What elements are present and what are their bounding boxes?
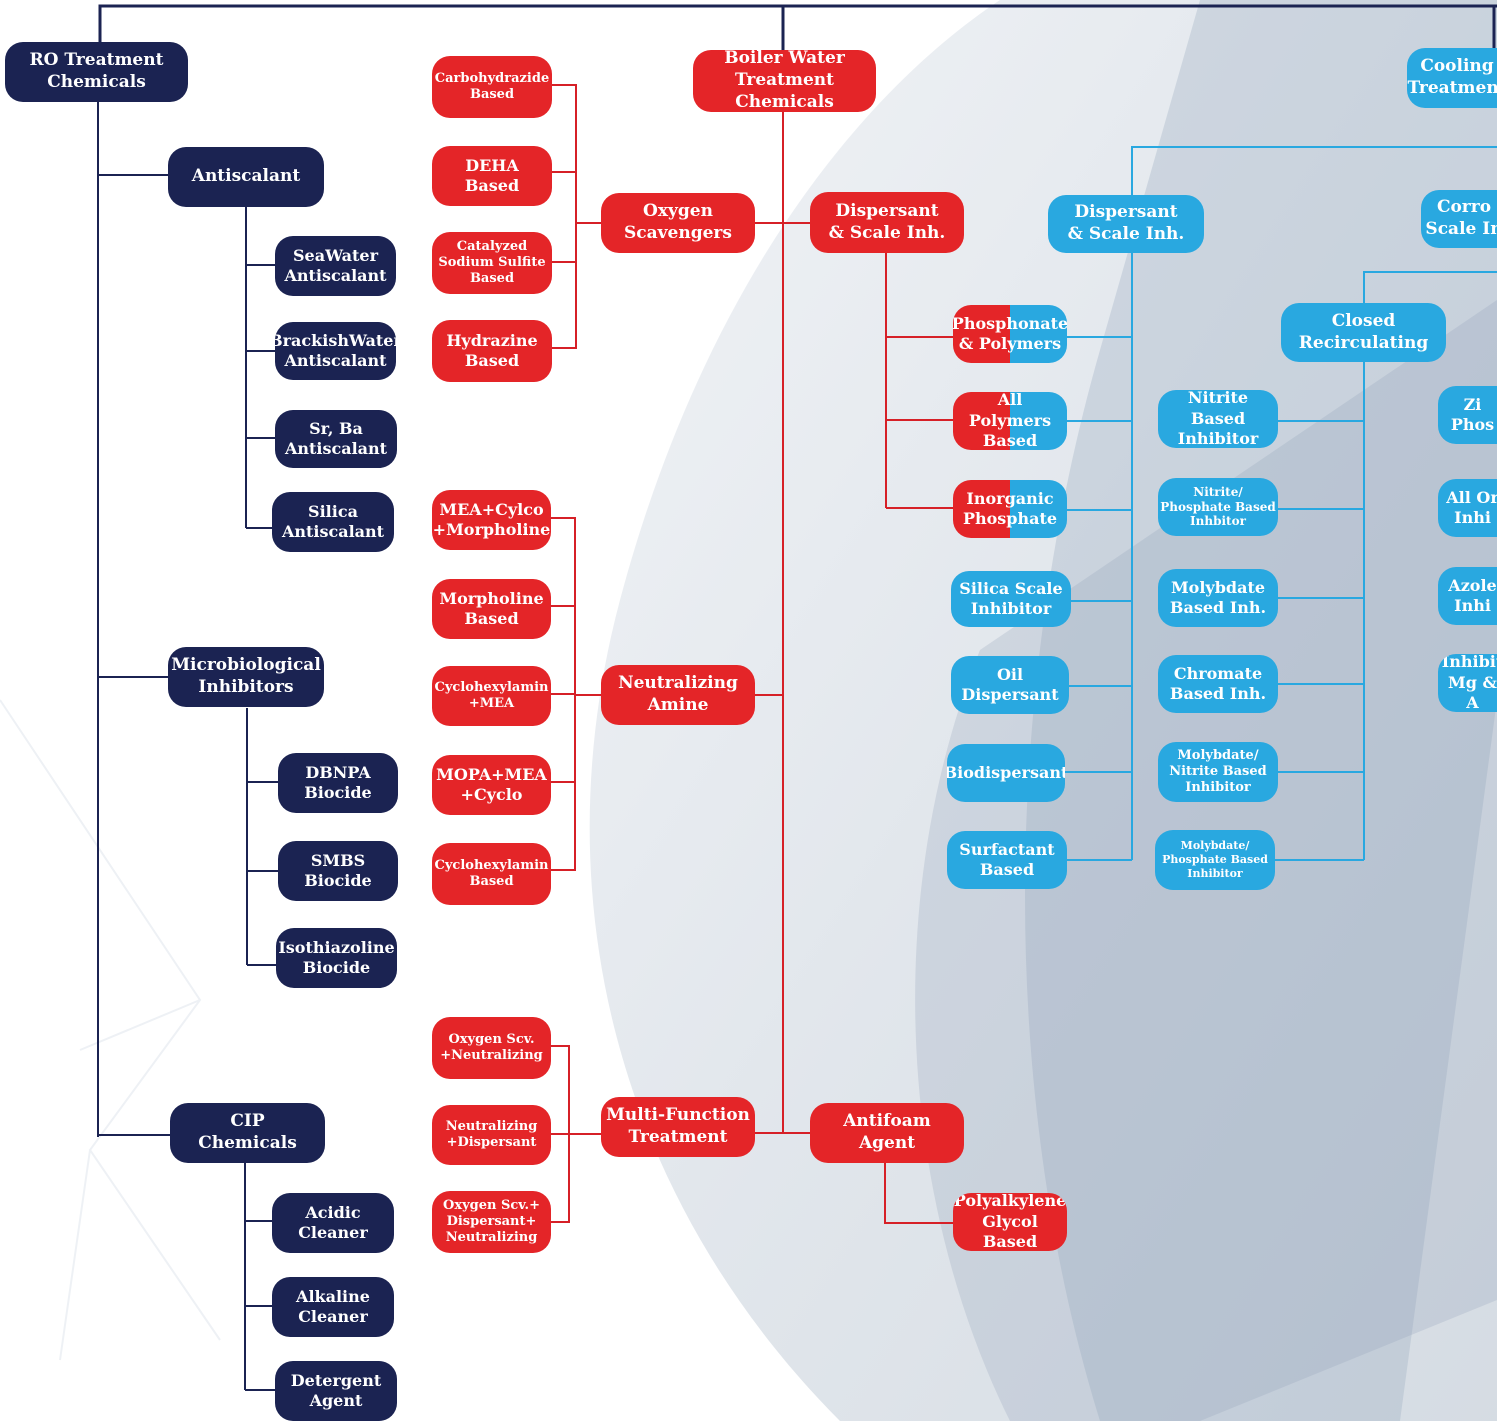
all-polymers-based-node[interactable]: All Polymers Based: [953, 392, 1067, 450]
corrosion-scale-inhibitor-node[interactable]: Corro Scale In: [1421, 190, 1497, 248]
nitrite-phosphate-inhibitor-node[interactable]: Nitrite/ Phosphate Based Inhbitor: [1158, 478, 1278, 536]
mopa-mea-cyclo-node[interactable]: MOPA+MEA +Cyclo: [432, 755, 551, 815]
boiler-water-root[interactable]: Boiler Water Treatment Chemicals: [693, 50, 876, 112]
detergent-agent-node[interactable]: Detergent Agent: [275, 1361, 397, 1421]
ro-connectors: [97, 100, 278, 1391]
isothiazoline-biocide-node[interactable]: Isothiazoline Biocide: [276, 928, 397, 988]
inhibit-mg-node[interactable]: Inhibit Mg & A: [1438, 654, 1497, 712]
acidic-cleaner-node[interactable]: Acidic Cleaner: [272, 1193, 394, 1253]
molybdate-phosphate-inhibitor-node[interactable]: Molybdate/ Phosphate Based Inhibitor: [1155, 830, 1275, 890]
cooling-treatment-root[interactable]: Cooling Treatment: [1407, 48, 1497, 108]
dbnpa-biocide-node[interactable]: DBNPA Biocide: [278, 753, 398, 813]
oxygen-scv-dispersant-neutralizing-node[interactable]: Oxygen Scv.+ Dispersant+ Neutralizing: [432, 1191, 551, 1253]
network-pattern: [0, 699, 221, 1361]
molybdate-nitrite-inhibitor-node[interactable]: Molybdate/ Nitrite Based Inhibitor: [1158, 742, 1278, 802]
cip-chemicals-node[interactable]: CIP Chemicals: [170, 1103, 325, 1163]
phosphonate-polymers-node[interactable]: Phosphonate & Polymers: [953, 305, 1067, 363]
top-connector: [98, 4, 1497, 50]
polyalkylene-glycol-node[interactable]: Polyalkylene Glycol Based: [953, 1193, 1067, 1251]
boiler-connectors: [551, 84, 953, 1224]
microbiological-inhibitors-node[interactable]: Microbiological Inhibitors: [168, 647, 324, 707]
surfactant-based-node[interactable]: Surfactant Based: [947, 831, 1067, 889]
smbs-biocide-node[interactable]: SMBS Biocide: [278, 841, 398, 901]
silica-antiscalant-node[interactable]: Silica Antiscalant: [272, 492, 394, 552]
alkaline-cleaner-node[interactable]: Alkaline Cleaner: [272, 1277, 394, 1337]
boiler-dispersant-scale-node[interactable]: Dispersant & Scale Inh.: [810, 192, 964, 253]
cooling-dispersant-scale-node[interactable]: Dispersant & Scale Inh.: [1048, 195, 1204, 253]
chromate-based-node[interactable]: Chromate Based Inh.: [1158, 655, 1278, 713]
antiscalant-node[interactable]: Antiscalant: [168, 147, 324, 207]
oil-dispersant-node[interactable]: Oil Dispersant: [951, 656, 1069, 714]
brackishwater-antiscalant-node[interactable]: BrackishWater Antiscalant: [275, 322, 396, 380]
antifoam-agent-node[interactable]: Antifoam Agent: [810, 1103, 964, 1163]
molybdate-based-node[interactable]: Molybdate Based Inh.: [1158, 569, 1278, 627]
inorganic-phosphate-node[interactable]: Inorganic Phosphate: [953, 480, 1067, 538]
cyclohexylamin-based-node[interactable]: Cyclohexylamin Based: [432, 843, 551, 905]
catalyzed-sodium-sulfite-node[interactable]: Catalyzed Sodium Sulfite Based: [432, 232, 552, 294]
silica-scale-inhibitor-node[interactable]: Silica Scale Inhibitor: [951, 571, 1071, 627]
mea-cylco-morpholine-node[interactable]: MEA+Cylco +Morpholine: [432, 490, 551, 550]
hydrazine-node[interactable]: Hydrazine Based: [432, 320, 552, 382]
oxygen-scv-neutralizing-node[interactable]: Oxygen Scv. +Neutralizing: [432, 1017, 551, 1079]
closed-recirculating-node[interactable]: Closed Recirculating: [1281, 303, 1446, 362]
all-organic-inhibitor-node[interactable]: All Or Inhi: [1438, 479, 1497, 537]
multi-function-treatment-node[interactable]: Multi-Function Treatment: [601, 1097, 755, 1157]
azole-inhibitor-node[interactable]: Azole Inhi: [1438, 567, 1497, 625]
carbohydrazide-node[interactable]: Carbohydrazide Based: [432, 56, 552, 118]
biodispersant-node[interactable]: Biodispersant: [947, 744, 1065, 802]
ro-treatment-root[interactable]: RO Treatment Chemicals: [5, 42, 188, 102]
seawater-antiscalant-node[interactable]: SeaWater Antiscalant: [275, 236, 396, 296]
nitrite-based-inhibitor-node[interactable]: Nitrite Based Inhibitor: [1158, 390, 1278, 448]
sr-ba-antiscalant-node[interactable]: Sr, Ba Antiscalant: [275, 410, 397, 468]
zinc-phosphate-node[interactable]: Zi Phos: [1438, 386, 1497, 444]
cyclohexylamin-mea-node[interactable]: Cyclohexylamin +MEA: [432, 666, 551, 726]
cooling-connectors: [1065, 146, 1497, 861]
neutralizing-dispersant-node[interactable]: Neutralizing +Dispersant: [432, 1105, 551, 1165]
neutralizing-amine-node[interactable]: Neutralizing Amine: [601, 665, 755, 725]
morpholine-based-node[interactable]: Morpholine Based: [432, 579, 551, 639]
deha-node[interactable]: DEHA Based: [432, 146, 552, 206]
oxygen-scavengers-node[interactable]: Oxygen Scavengers: [601, 193, 755, 253]
